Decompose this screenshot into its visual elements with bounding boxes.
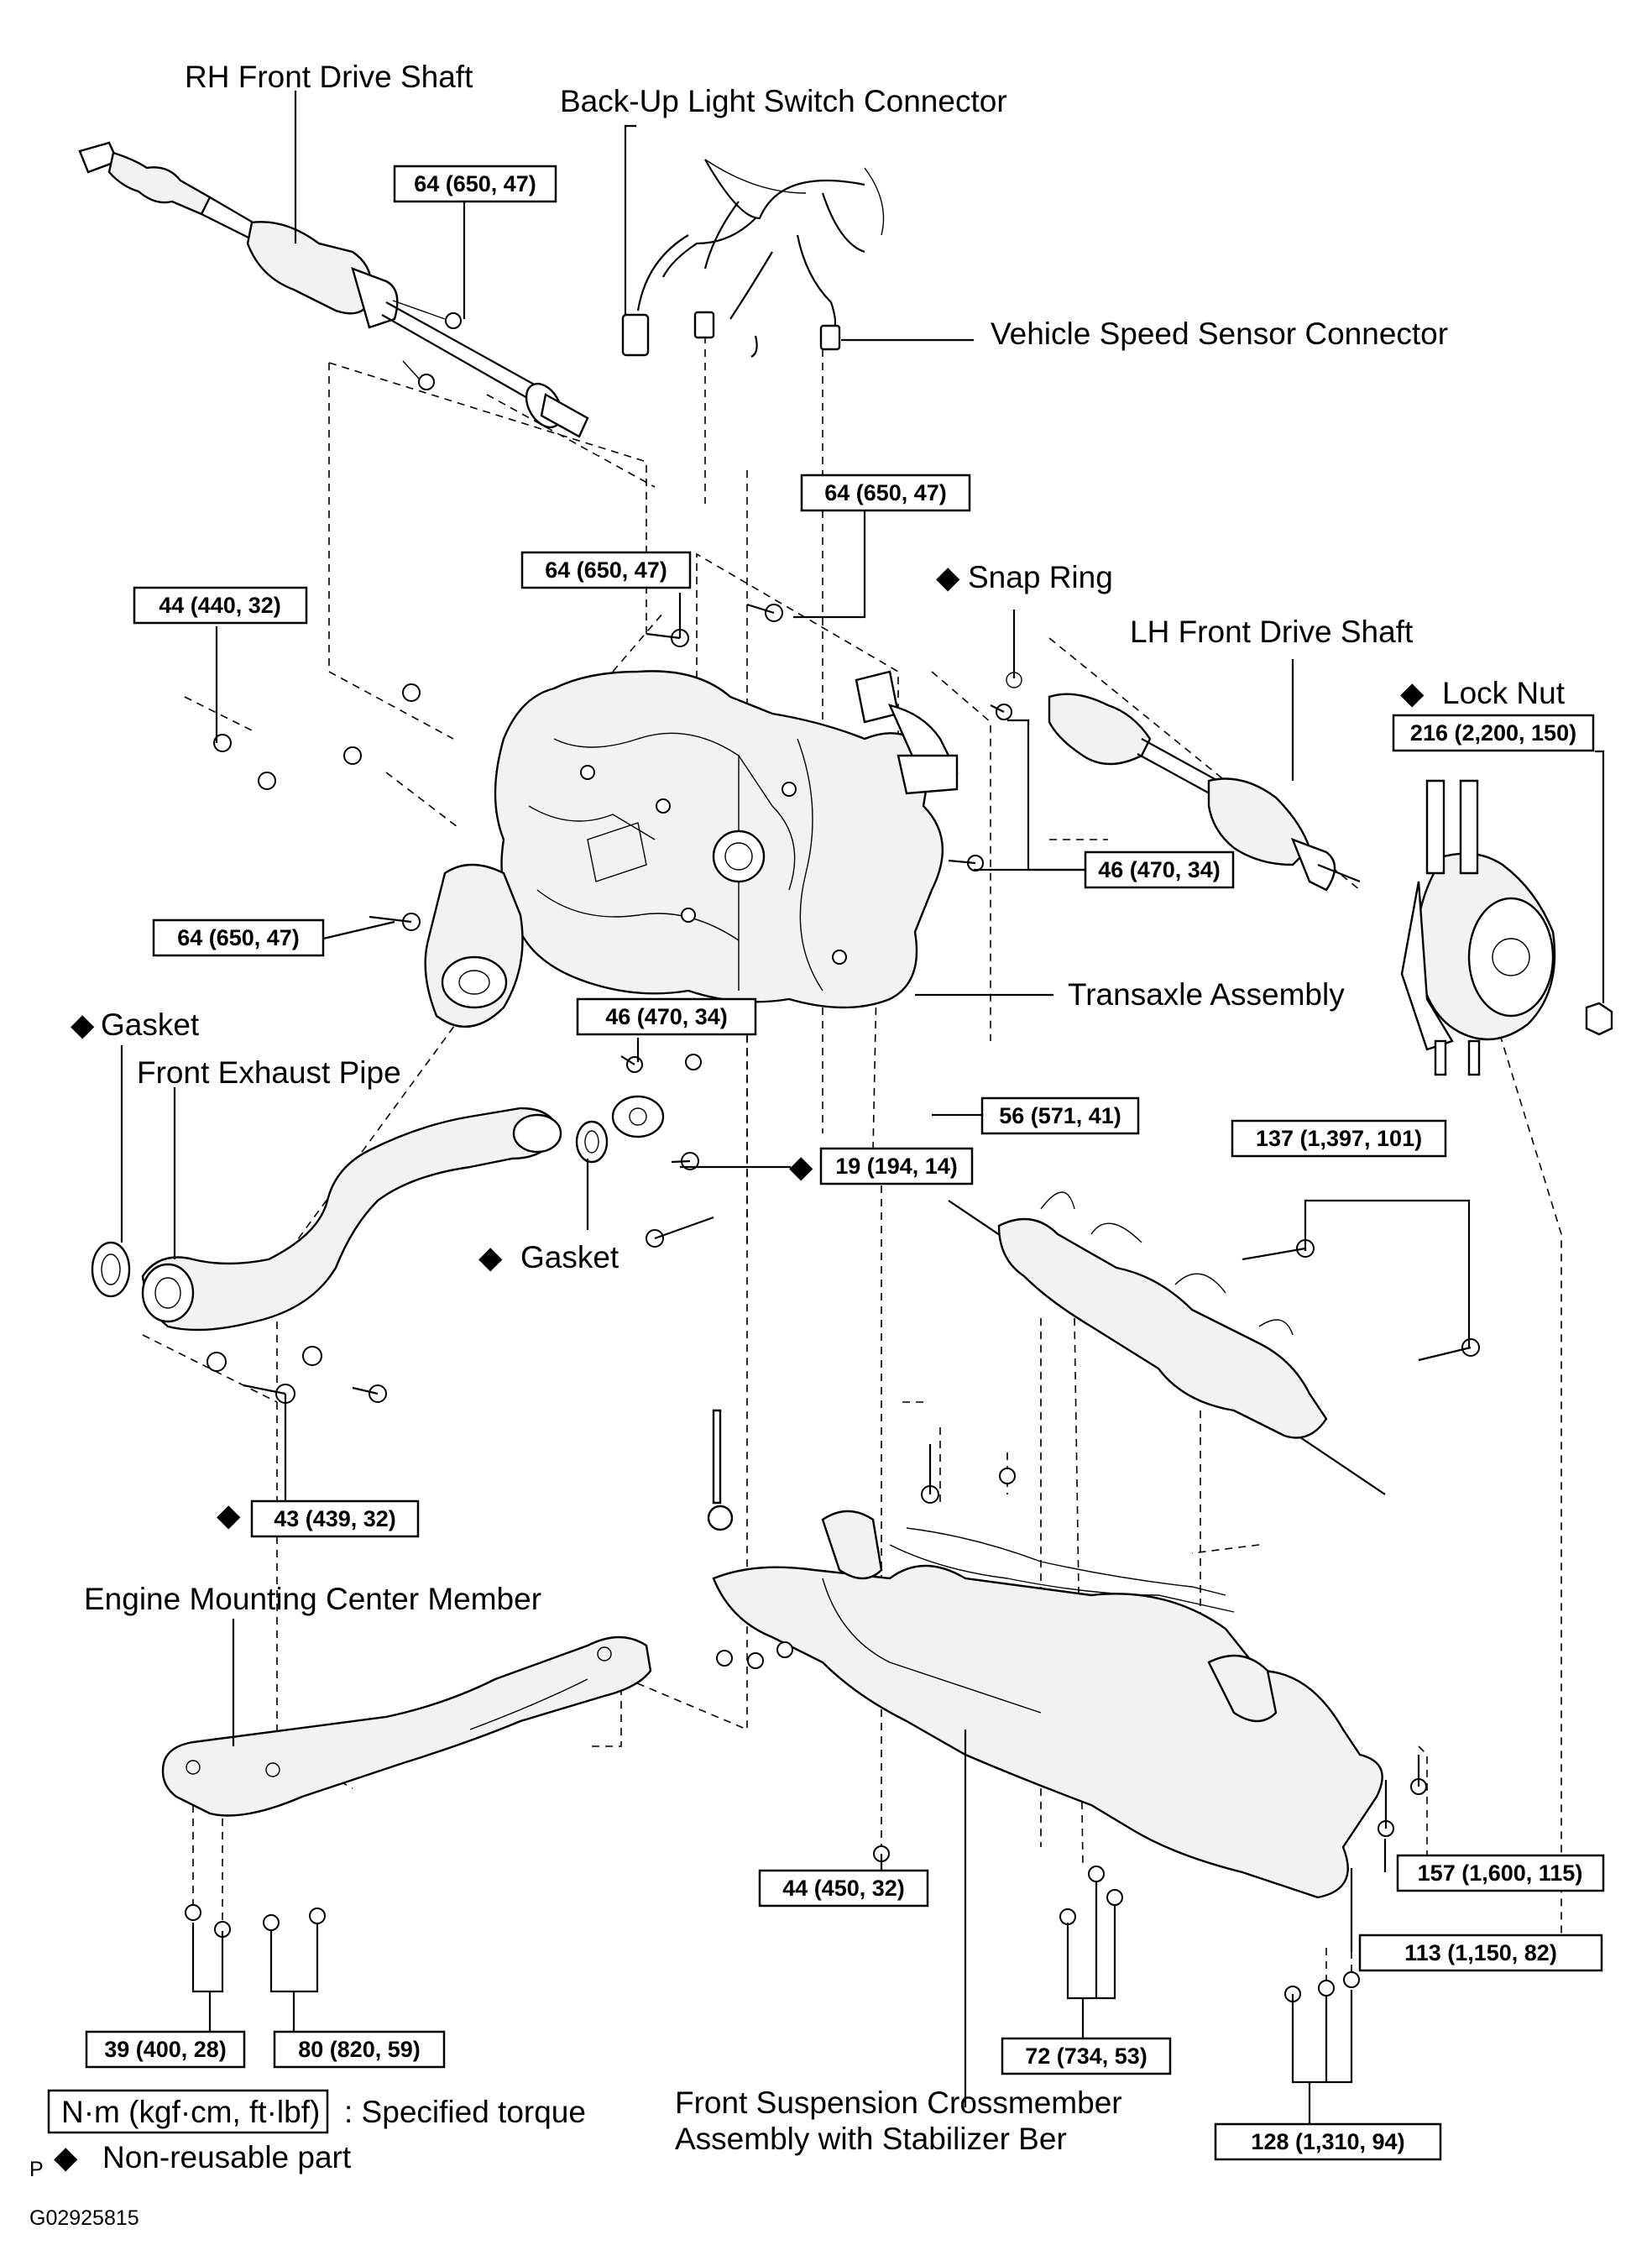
torque-value: 157 (1,600, 115) — [1418, 1860, 1583, 1886]
torque-value: 72 (734, 53) — [1025, 2044, 1148, 2069]
gasket-left-part — [91, 1241, 131, 1298]
label-back-up-light-switch-connector: Back-Up Light Switch Connector — [560, 84, 1007, 118]
torque-box-trans-upper-left: 44 (440, 32) — [133, 586, 308, 625]
nonreusable-marker-exhaust-bolt: ◆ — [789, 1149, 813, 1184]
label-transaxle-assembly: Transaxle Assembly — [1068, 977, 1345, 1012]
part-labels: RH Front Drive Shaft Back-Up Light Switc… — [84, 60, 1566, 2156]
label-vehicle-speed-sensor-connector: Vehicle Speed Sensor Connector — [991, 317, 1448, 351]
torque-box-rh-shaft-bolt: 64 (650, 47) — [393, 165, 557, 203]
torque-value: 56 (571, 41) — [999, 1103, 1121, 1128]
torque-box-exhaust-pipe-bolt: 43 (439, 32) — [250, 1499, 420, 1538]
torque-value: 46 (470, 34) — [1098, 857, 1221, 882]
torque-box-center-member-b: 80 (820, 59) — [273, 2030, 446, 2069]
steering-rack-drawing — [948, 1191, 1480, 1495]
torque-box-exhaust-bolt: 19 (194, 14) — [819, 1147, 974, 1185]
nonreusable-marker-lock-nut: ◆ — [1400, 676, 1425, 710]
torque-value: 113 (1,150, 82) — [1404, 1940, 1557, 1965]
torque-box-crossmember-nut: 44 (450, 32) — [758, 1869, 929, 1908]
torque-box-lock-nut: 216 (2,200, 150) — [1392, 714, 1595, 752]
legend-nonreusable-desc: Non-reusable part — [102, 2140, 352, 2174]
label-snap-ring: Snap Ring — [968, 560, 1113, 594]
torque-box-trans-upper-right: 64 (650, 47) — [800, 474, 971, 512]
label-rh-front-drive-shaft: RH Front Drive Shaft — [185, 60, 473, 94]
torque-box-engine-mount-bolt: 64 (650, 47) — [152, 918, 325, 957]
torque-value: 137 (1,397, 101) — [1256, 1126, 1422, 1151]
torque-box-trans-upper-center: 64 (650, 47) — [520, 551, 692, 589]
torque-value: 64 (650, 47) — [824, 480, 947, 505]
torque-value: 43 (439, 32) — [274, 1506, 396, 1531]
rh-front-drive-shaft-drawing — [78, 141, 589, 438]
torque-box-nut-571: 56 (571, 41) — [980, 1096, 1140, 1135]
label-front-suspension-crossmember-line1: Front Suspension Crossmember — [675, 2085, 1122, 2120]
torque-value: 64 (650, 47) — [414, 171, 536, 196]
torque-value: 19 (194, 14) — [835, 1154, 958, 1179]
nonreusable-marker-gasket-center: ◆ — [478, 1240, 503, 1274]
torque-box-lh-shaft-bolts: 46 (470, 34) — [1084, 850, 1235, 889]
label-lh-front-drive-shaft: LH Front Drive Shaft — [1130, 615, 1414, 649]
gasket-center-part — [575, 1120, 609, 1164]
torque-value: 216 (2,200, 150) — [1410, 720, 1576, 746]
label-front-exhaust-pipe: Front Exhaust Pipe — [137, 1055, 401, 1090]
vehicle-speed-sensor-plug — [819, 324, 841, 351]
legend-nonreusable-marker: ◆ — [54, 2140, 78, 2174]
front-exhaust-pipe-drawing — [91, 1054, 714, 1404]
torque-box-crossmember-lower: 128 (1,310, 94) — [1214, 2122, 1442, 2161]
torque-value: 128 (1,310, 94) — [1251, 2129, 1404, 2154]
torque-value: 64 (650, 47) — [545, 557, 667, 583]
legend-torque-units: N·m (kgf·cm, ft·lbf) — [61, 2095, 320, 2129]
label-engine-mounting-center-member: Engine Mounting Center Member — [84, 1582, 541, 1616]
leader-lines — [120, 91, 1605, 2124]
label-gasket-center: Gasket — [520, 1240, 620, 1274]
torque-value: 46 (470, 34) — [605, 1004, 728, 1029]
transaxle-assembly-drawing — [213, 603, 1012, 1073]
back-up-light-connector — [621, 313, 650, 357]
torque-box-crossmember-front: 72 (734, 53) — [1001, 2037, 1172, 2075]
lh-front-drive-shaft-drawing — [1006, 672, 1613, 1076]
torque-value: 64 (650, 47) — [177, 925, 300, 950]
torque-value: 39 (400, 28) — [104, 2037, 227, 2062]
torque-spec-boxes: 64 (650, 47) 64 (650, 47) 64 (650, 47) 4… — [85, 165, 1605, 2161]
legend-page-mark: P — [29, 2158, 44, 2181]
nonreusable-marker-exhaust-pipe-bolt: ◆ — [217, 1498, 241, 1532]
torque-value: 44 (450, 32) — [782, 1876, 905, 1901]
legend-torque-box — [47, 2089, 329, 2134]
nonreusable-marker-gasket-left: ◆ — [71, 1007, 95, 1042]
label-gasket-left: Gasket — [101, 1007, 200, 1042]
torque-value: 80 (820, 59) — [298, 2037, 421, 2062]
legend: N·m (kgf·cm, ft·lbf) : Specified torque … — [29, 2089, 586, 2230]
wiring-harness-drawing — [621, 159, 885, 358]
torque-box-trans-lower: 46 (470, 34) — [576, 997, 757, 1036]
torque-box-crossmember-mid: 113 (1,150, 82) — [1358, 1934, 1603, 1972]
torque-value: 44 (440, 32) — [159, 593, 281, 618]
torque-box-crossmember-rear: 157 (1,600, 115) — [1396, 1854, 1605, 1892]
legend-torque-desc: : Specified torque — [344, 2095, 586, 2129]
label-lock-nut: Lock Nut — [1442, 676, 1566, 710]
torque-box-steering-rack: 137 (1,397, 101) — [1231, 1119, 1447, 1158]
nonreusable-marker-snap-ring: ◆ — [936, 560, 960, 594]
torque-box-center-member-a: 39 (400, 28) — [85, 2030, 246, 2069]
engine-mounting-center-member-drawing — [161, 1635, 652, 1817]
figure-code: G02925815 — [29, 2206, 139, 2230]
label-front-suspension-crossmember-line2: Assembly with Stabilizer Ber — [675, 2122, 1067, 2156]
non-reusable-markers: ◆ ◆ ◆ ◆ ◆ ◆ — [71, 560, 1425, 1532]
lock-nut-part — [1585, 1002, 1613, 1036]
